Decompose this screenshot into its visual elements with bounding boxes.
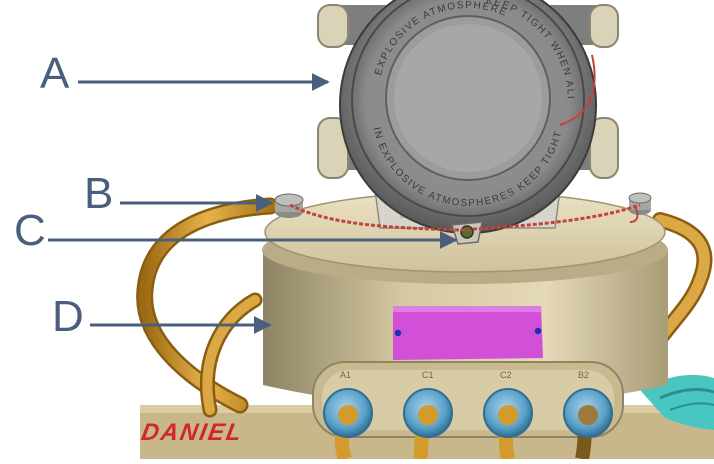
seal-wire — [289, 54, 641, 232]
daniel-badge: DANIEL — [139, 419, 245, 446]
port-label-b2: B2 — [578, 370, 589, 380]
cable-glands — [323, 388, 613, 462]
cable-gland — [403, 388, 453, 461]
callout-label-b: B — [84, 169, 114, 218]
lock-screw — [451, 221, 483, 245]
cable-gland — [483, 388, 533, 461]
daniel-badge-text: DANIEL — [139, 419, 245, 446]
callout-arrows — [48, 73, 458, 334]
conduit-port-block: A1 C1 C2 B2 — [312, 361, 624, 438]
port-label-c2: C2 — [500, 370, 512, 380]
nameplate-rivet-left — [394, 329, 402, 337]
nameplate-rivet-right — [534, 327, 542, 335]
callout-label-a: A — [40, 49, 70, 98]
port-label-c1: C1 — [422, 370, 434, 380]
nameplate — [393, 306, 543, 360]
teal-fitting — [640, 374, 714, 430]
cable-gland — [323, 388, 373, 462]
callout-label-c: C — [14, 206, 46, 255]
cable-gland — [563, 388, 613, 461]
port-label-a1: A1 — [340, 370, 351, 380]
callout-label-d: D — [52, 292, 84, 341]
